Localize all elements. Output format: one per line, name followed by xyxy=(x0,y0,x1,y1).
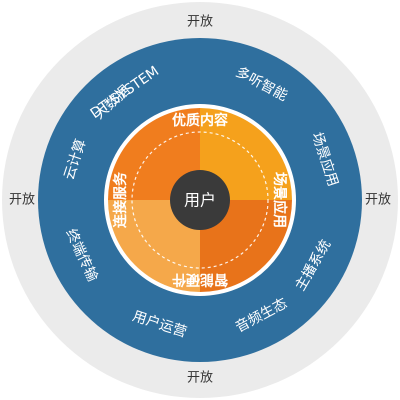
core-item-bottom: 智能硬件 xyxy=(172,271,229,288)
core-dashed-ring xyxy=(131,131,269,269)
core-segment-bottom-right xyxy=(200,200,292,292)
center-user-label: 用户 xyxy=(184,191,216,210)
core-segment-top-right xyxy=(200,108,292,200)
core-item-top: 优质内容 xyxy=(172,112,228,129)
open-label-bottom: 开放 xyxy=(187,371,213,386)
core-item-left: 连接服务 xyxy=(112,171,129,228)
core-segment-bottom-left xyxy=(108,200,200,292)
open-label-left: 开放 xyxy=(9,193,35,208)
open-label-right: 开放 xyxy=(365,193,391,208)
core-item-right: 场景应用 xyxy=(271,172,288,228)
open-label-top: 开放 xyxy=(187,15,213,30)
core-segment-top-left xyxy=(108,108,200,200)
center-user-circle xyxy=(170,170,230,230)
